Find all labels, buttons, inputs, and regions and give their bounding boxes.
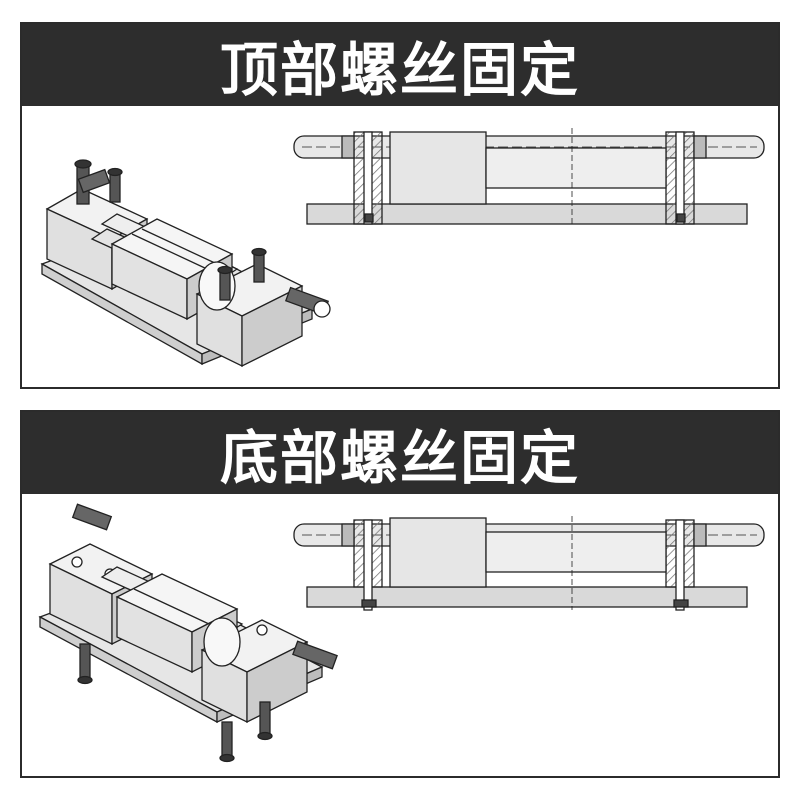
top-panel-drawings: [40, 128, 765, 368]
panel-title: 底部螺丝固定: [219, 424, 580, 492]
isometric-assembly-bottom: [38, 503, 338, 763]
panel-top-screw: 顶部螺丝固定: [20, 22, 780, 389]
cross-section-top: [293, 128, 765, 225]
bottom-panel-drawings: [38, 503, 765, 763]
panel-header: 底部螺丝固定: [22, 412, 778, 494]
panel-header: 顶部螺丝固定: [22, 24, 778, 106]
cross-section-bottom: [293, 516, 765, 611]
isometric-assembly-top: [40, 159, 331, 368]
panel-title: 顶部螺丝固定: [219, 36, 580, 104]
panel-bottom-screw: 底部螺丝固定: [20, 410, 780, 778]
